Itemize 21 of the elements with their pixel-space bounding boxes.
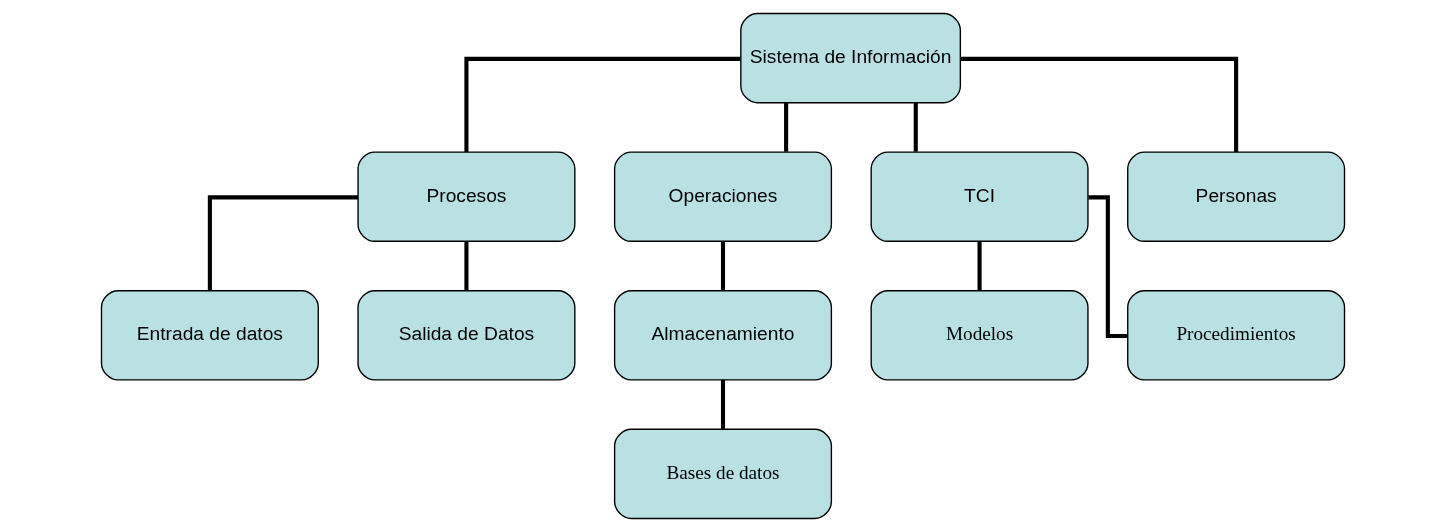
connector bbox=[207, 195, 358, 291]
node-box: TCI bbox=[870, 151, 1089, 242]
node-box: Entrada de datos bbox=[100, 290, 319, 381]
node-box: Sistema de Información bbox=[740, 12, 962, 104]
connector bbox=[464, 241, 469, 291]
connector bbox=[720, 379, 726, 429]
node-box: Operaciones bbox=[613, 151, 833, 242]
connector bbox=[977, 241, 982, 291]
connector bbox=[1088, 195, 1128, 339]
node-box: Almacenamiento bbox=[613, 290, 833, 381]
node-box: Procesos bbox=[357, 151, 576, 242]
connector bbox=[960, 56, 1239, 152]
node-box: Modelos bbox=[870, 290, 1089, 381]
node-box: Procedimientos bbox=[1127, 290, 1346, 381]
connector bbox=[784, 102, 789, 152]
node-box: Personas bbox=[1127, 151, 1346, 242]
connector bbox=[913, 102, 918, 152]
connector bbox=[720, 241, 726, 291]
connector bbox=[464, 56, 741, 152]
node-box: Bases de datos bbox=[613, 428, 833, 520]
node-box: Salida de Datos bbox=[357, 290, 576, 381]
